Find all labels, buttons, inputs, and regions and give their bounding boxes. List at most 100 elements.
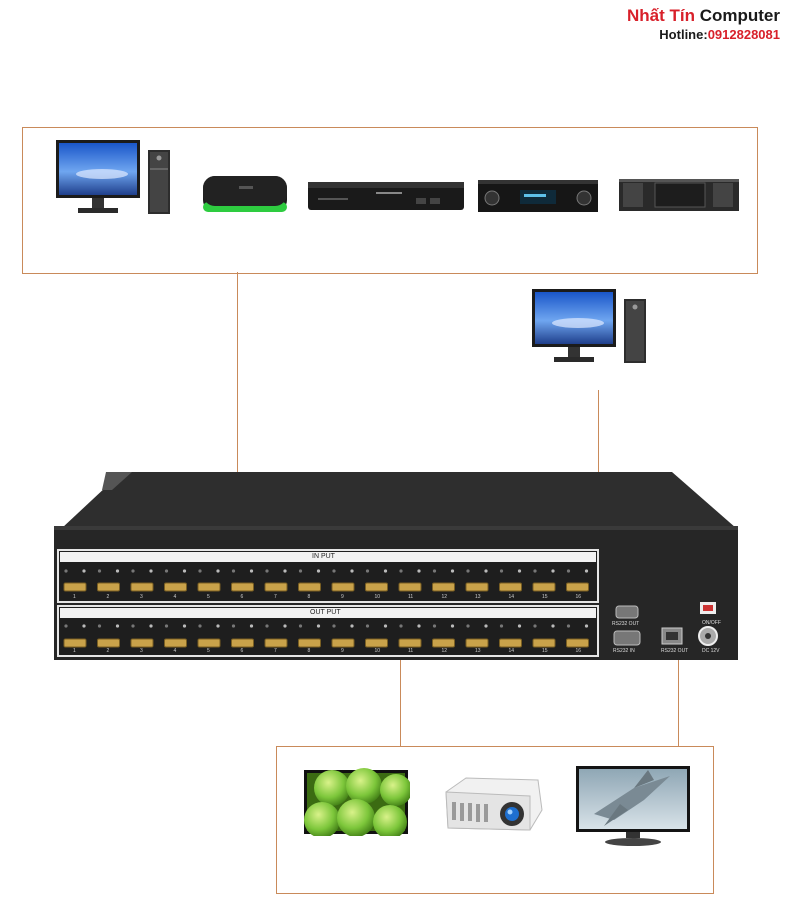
brand-name-accent: Nhất Tín bbox=[627, 6, 695, 25]
port-indicator-dot bbox=[64, 569, 68, 573]
port-indicator-dot bbox=[164, 624, 169, 628]
port-indicator-dot bbox=[164, 569, 169, 573]
port-number: 5 bbox=[207, 648, 210, 654]
source-devices-box bbox=[22, 127, 758, 274]
port-indicator-dot bbox=[298, 569, 303, 573]
port-indicator-dot bbox=[231, 624, 236, 628]
port-indicator-dot bbox=[82, 569, 86, 573]
port-indicator-dot bbox=[517, 569, 522, 573]
port-indicator-dot bbox=[450, 569, 455, 573]
lcd-tv-icon bbox=[576, 766, 690, 846]
port-number: 14 bbox=[508, 648, 515, 654]
port-indicator-dot bbox=[383, 569, 388, 573]
port-indicator-dot bbox=[249, 569, 254, 573]
hdmi-port bbox=[432, 582, 455, 592]
port-indicator-dot bbox=[566, 569, 571, 573]
port-indicator-dot bbox=[265, 624, 269, 628]
port-indicator-dot bbox=[283, 624, 287, 628]
port-number: 12 bbox=[441, 594, 448, 600]
power-switch-label: ON/OFF bbox=[702, 620, 721, 626]
hdmi-port bbox=[566, 582, 589, 592]
hdmi-port bbox=[432, 638, 455, 648]
port-number: 4 bbox=[173, 648, 177, 654]
port-indicator-dot bbox=[466, 624, 470, 628]
port-indicator-dot bbox=[131, 624, 135, 628]
input-section-label: IN PUT bbox=[312, 553, 335, 560]
hdmi-port bbox=[499, 638, 522, 648]
port-number: 15 bbox=[542, 648, 548, 654]
port-indicator-dot bbox=[249, 624, 254, 628]
port-indicator-dot bbox=[216, 569, 220, 573]
port-number: 2 bbox=[106, 648, 110, 654]
hdmi-port bbox=[331, 638, 355, 648]
port-indicator-dot bbox=[182, 624, 187, 628]
hdmi-port bbox=[465, 638, 489, 648]
led-monitor-icon bbox=[304, 768, 410, 836]
hdmi-matrix-switcher bbox=[54, 472, 738, 660]
port-indicator-dot bbox=[584, 569, 589, 573]
hdmi-port bbox=[298, 582, 321, 592]
port-indicator-dot bbox=[499, 569, 504, 573]
port-number: 3 bbox=[140, 648, 143, 654]
hdmi-port bbox=[398, 582, 422, 592]
port-number: 5 bbox=[207, 594, 210, 600]
hdmi-port bbox=[164, 638, 187, 648]
port-number: 16 bbox=[575, 648, 582, 654]
hdmi-port bbox=[499, 582, 522, 592]
port-indicator-dot bbox=[450, 624, 455, 628]
hdmi-port bbox=[532, 582, 556, 592]
port-indicator-dot bbox=[316, 569, 321, 573]
hdmi-port bbox=[298, 638, 321, 648]
port-number: 1 bbox=[73, 594, 76, 600]
source-connector-line bbox=[237, 272, 238, 548]
port-indicator-dot bbox=[551, 624, 555, 628]
brand-name: Nhất Tín Computer bbox=[627, 6, 780, 26]
rj45-label: RS232 OUT bbox=[661, 648, 689, 654]
output-section-label: OUT PUT bbox=[310, 609, 341, 616]
hdmi-port bbox=[97, 582, 120, 592]
hdmi-port bbox=[398, 638, 422, 648]
port-indicator-dot bbox=[533, 569, 537, 573]
port-indicator-dot bbox=[365, 624, 370, 628]
port-indicator-dot bbox=[517, 624, 522, 628]
projector-icon bbox=[445, 777, 543, 831]
rs232-in-label: RS232 IN bbox=[613, 648, 635, 654]
port-indicator-dot bbox=[432, 624, 437, 628]
port-number: 11 bbox=[408, 648, 414, 654]
port-number: 13 bbox=[475, 648, 481, 654]
hotline: Hotline:0912828081 bbox=[627, 26, 780, 43]
blu-ray-player-icon bbox=[308, 182, 464, 210]
port-indicator-dot bbox=[316, 624, 321, 628]
port-number: 14 bbox=[508, 594, 515, 600]
output-connector-line bbox=[400, 656, 401, 746]
port-indicator-dot bbox=[417, 569, 421, 573]
port-number: 10 bbox=[374, 648, 381, 654]
display-devices-box bbox=[276, 746, 714, 894]
hdmi-port bbox=[97, 638, 120, 648]
hdmi-port bbox=[130, 638, 154, 648]
brand-name-rest: Computer bbox=[695, 6, 780, 25]
port-number: 3 bbox=[140, 594, 143, 600]
port-indicator-dot bbox=[283, 569, 287, 573]
port-number: 1 bbox=[73, 648, 76, 654]
hdmi-port bbox=[231, 582, 254, 592]
port-indicator-dot bbox=[484, 569, 488, 573]
hdmi-port bbox=[63, 638, 87, 648]
audio-receiver-icon bbox=[478, 180, 598, 212]
hdmi-port bbox=[532, 638, 556, 648]
port-number: 16 bbox=[575, 594, 582, 600]
hdmi-port bbox=[264, 582, 288, 592]
hdmi-port bbox=[130, 582, 154, 592]
port-indicator-dot bbox=[131, 569, 135, 573]
port-indicator-dot bbox=[551, 569, 555, 573]
hdmi-port bbox=[566, 638, 589, 648]
port-number: 4 bbox=[173, 594, 177, 600]
port-geometry bbox=[63, 569, 589, 648]
brand-header: Nhất Tín Computer Hotline:0912828081 bbox=[627, 6, 780, 43]
dc-power-label: DC 12V bbox=[702, 648, 720, 654]
port-number: 9 bbox=[341, 594, 344, 600]
port-number: 15 bbox=[542, 594, 548, 600]
port-indicator-dot bbox=[566, 624, 571, 628]
port-indicator-dot bbox=[432, 569, 437, 573]
rs232-out-label: RS232 OUT bbox=[612, 621, 640, 627]
